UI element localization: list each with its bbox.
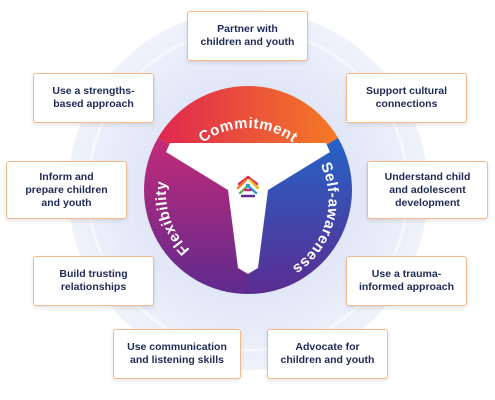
center-logo-icon (232, 171, 264, 203)
item-support-cultural-connections: Support cultural connections (346, 73, 467, 123)
item-strengths-based: Use a strengths- based approach (33, 73, 154, 123)
item-trauma-informed: Use a trauma- informed approach (346, 256, 467, 306)
item-inform-prepare: Inform and prepare children and youth (6, 161, 127, 219)
y-divider (166, 143, 330, 274)
item-build-trust: Build trusting relationships (33, 256, 154, 306)
item-advocate: Advocate for children and youth (267, 329, 388, 379)
item-understand-development: Understand child and adolescent developm… (367, 161, 488, 219)
item-partner-with-children: Partner with children and youth (187, 11, 308, 61)
item-communication-listening: Use communication and listening skills (113, 329, 241, 379)
